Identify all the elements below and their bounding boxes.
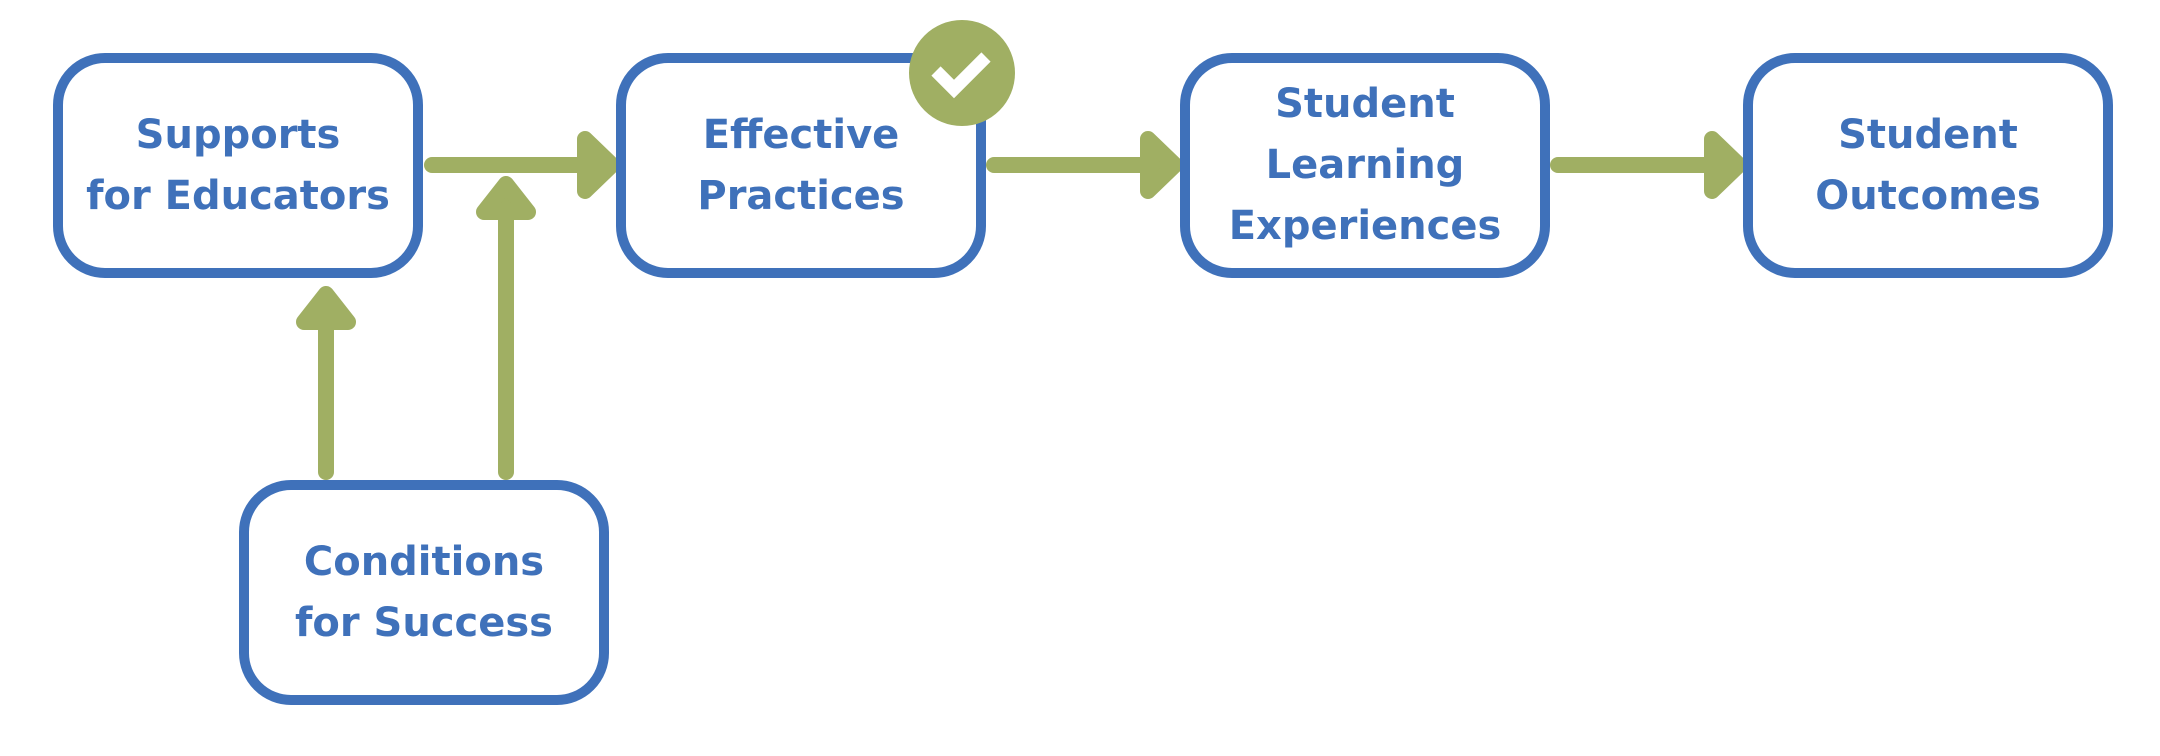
node-student-learning-experiences: Student Learning Experiences bbox=[1180, 53, 1550, 278]
arrow-conditions-to-connector bbox=[476, 176, 536, 480]
node-label-line: Supports bbox=[135, 111, 341, 158]
node-label-line: Outcomes bbox=[1815, 172, 2041, 219]
node-label-line: Experiences bbox=[1228, 203, 1502, 249]
node-label-line: for Success bbox=[295, 599, 553, 646]
node-label-line: Conditions bbox=[303, 538, 545, 585]
node-effective-practices: Effective Practices bbox=[616, 53, 986, 278]
arrow-practices-to-learning bbox=[986, 131, 1183, 199]
arrow-supports-to-practices bbox=[424, 131, 620, 199]
node-student-outcomes: Student Outcomes bbox=[1743, 53, 2113, 278]
node-label-line: Practices bbox=[697, 172, 905, 219]
node-label-line: for Educators bbox=[86, 172, 390, 219]
node-label-line: Effective bbox=[702, 111, 900, 158]
node-label-line: Student bbox=[1838, 111, 2018, 158]
arrow-conditions-to-supports bbox=[296, 286, 356, 480]
node-conditions-for-success: Conditions for Success bbox=[239, 480, 609, 705]
node-label-line: Student bbox=[1275, 81, 1455, 127]
node-label-line: Learning bbox=[1265, 142, 1465, 188]
node-supports-for-educators: Supports for Educators bbox=[53, 53, 423, 278]
arrow-learning-to-outcomes bbox=[1550, 131, 1747, 199]
checkmark-icon bbox=[909, 20, 1015, 126]
